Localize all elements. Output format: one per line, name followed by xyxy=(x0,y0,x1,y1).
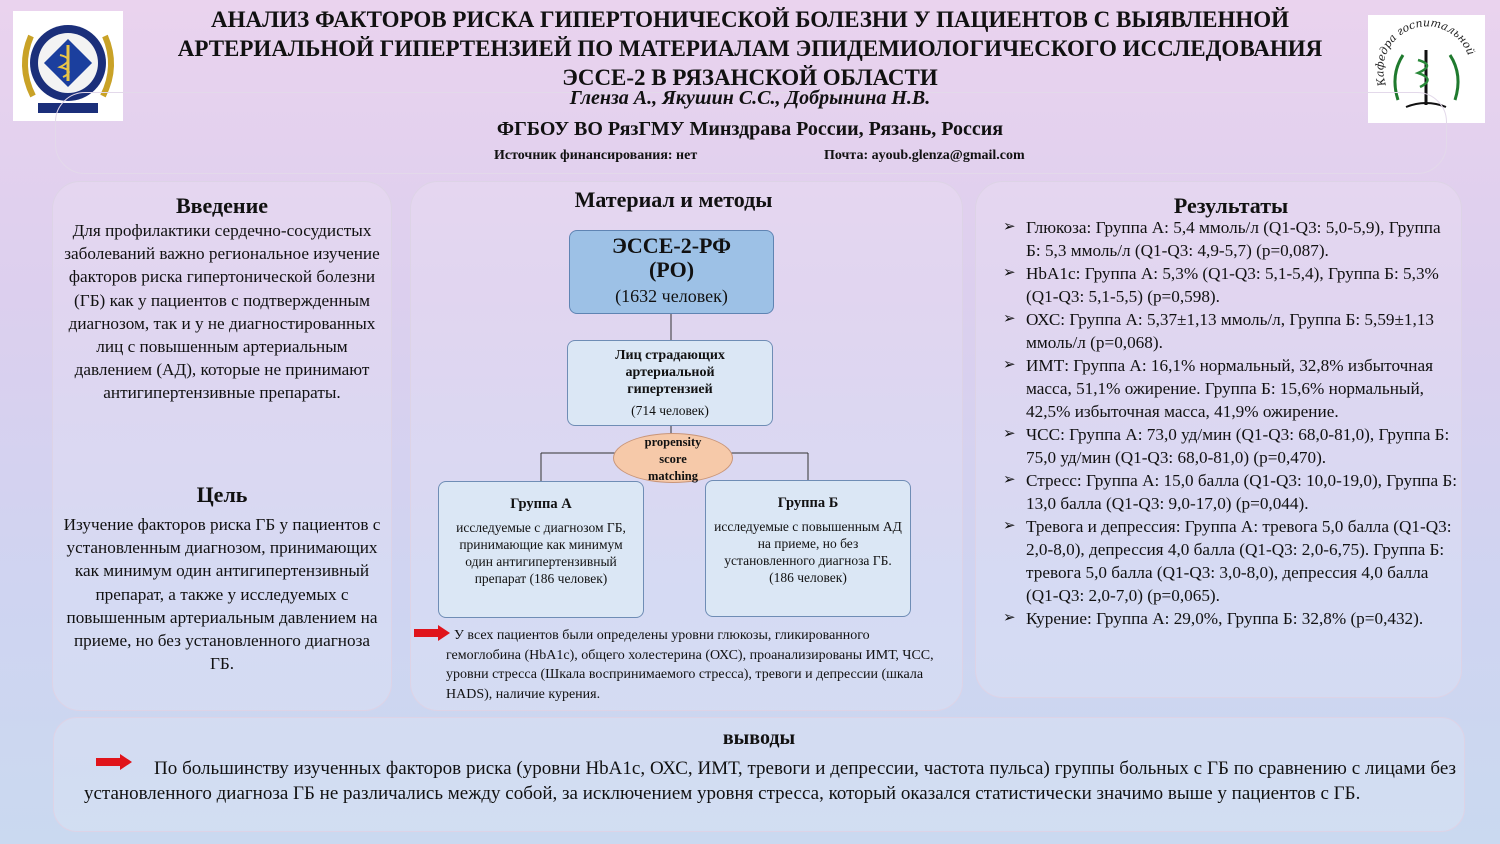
intro-text: Для профилактики сердечно-сосудистых заб… xyxy=(64,221,380,403)
methods-heading: Материал и методы xyxy=(574,187,773,212)
result-item-glucose: Глюкоза: Группа А: 5,4 ммоль/л (Q1-Q3: 5… xyxy=(1003,216,1458,262)
methods-note: У всех пациентов были определены уровни … xyxy=(446,628,934,702)
header-frame xyxy=(55,92,1447,174)
department-logo-text: Кафедра госпитальной терапии xyxy=(1368,15,1478,89)
intro-panel: Введение Для профилактики сердечно-сосуд… xyxy=(52,181,392,711)
result-item-anxiety-depression: Тревога и депрессия: Группа А: тревога 5… xyxy=(1003,515,1458,607)
intro-heading: Введение xyxy=(175,193,269,218)
group-a-text: исследуемые с диагнозом ГБ, принимающие … xyxy=(456,520,626,586)
svg-text:Кафедра госпитальной терапии: Кафедра госпитальной терапии xyxy=(1368,15,1478,89)
contact-email: Почта: ayoub.glenza@gmail.com xyxy=(824,148,1025,163)
result-item-smoking: Курение: Группа А: 29,0%, Группа Б: 32,8… xyxy=(1003,607,1458,630)
conclusion-arrow-icon xyxy=(96,754,132,770)
result-item-stress: Стресс: Группа А: 15,0 балла (Q1-Q3: 10,… xyxy=(1003,469,1458,515)
organization: ФГБОУ ВО РязГМУ Минздрава России, Рязань… xyxy=(496,118,1004,140)
group-b-box: Группа Б исследуемые с повышенным АД на … xyxy=(705,480,911,617)
result-item-heart-rate: ЧСС: Группа А: 73,0 уд/мин (Q1-Q3: 68,0-… xyxy=(1003,423,1458,469)
esse-total-count: (1632 человек) xyxy=(615,286,728,306)
right-arrow-icon xyxy=(414,625,450,641)
result-item-hba1c: HbA1c: Группа А: 5,3% (Q1-Q3: 5,1-5,4), … xyxy=(1003,262,1458,308)
result-item-bmi: ИМТ: Группа А: 16,1% нормальный, 32,8% и… xyxy=(1003,354,1458,423)
group-a-title: Группа А xyxy=(510,496,572,512)
propensity-score-label: propensity score matching xyxy=(644,434,702,483)
group-b-title: Группа Б xyxy=(777,495,839,511)
university-emblem-logo xyxy=(13,11,123,121)
conclusions-text: По большинству изученных факторов риска … xyxy=(84,758,1456,804)
group-b-text: исследуемые с повышенным АД на приеме, н… xyxy=(714,519,902,585)
group-a-box: Группа А исследуемые с диагнозом ГБ, при… xyxy=(438,481,644,618)
result-item-cholesterol: ОХС: Группа А: 5,37±1,13 ммоль/л, Группа… xyxy=(1003,308,1458,354)
conclusions-panel: выводы По большинству изученных факторов… xyxy=(53,717,1465,832)
funding-source: Источник финансирования: нет xyxy=(494,148,698,163)
goal-heading: Цель xyxy=(196,482,248,507)
results-list: Глюкоза: Группа А: 5,4 ммоль/л (Q1-Q3: 5… xyxy=(1003,216,1458,630)
propensity-score-ellipse: propensity score matching xyxy=(613,433,733,483)
conclusions-heading: выводы xyxy=(722,727,796,749)
results-heading: Результаты xyxy=(1173,193,1289,218)
hypertension-count: (714 человек) xyxy=(631,403,709,418)
authors: Гленза А., Якушин С.С., Добрынина Н.В. xyxy=(569,87,931,109)
esse-total-title: ЭССЕ-2-РФ (РО) xyxy=(612,233,731,282)
poster-title: АНАЛИЗ ФАКТОРОВ РИСКА ГИПЕРТОНИЧЕСКОЙ БО… xyxy=(177,7,1323,90)
esse-total-box: ЭССЕ-2-РФ (РО) (1632 человек) xyxy=(569,230,774,314)
hypertension-title: Лиц страдающих артериальной гипертензией xyxy=(615,348,725,397)
hypertension-box: Лиц страдающих артериальной гипертензией… xyxy=(567,340,773,426)
goal-text: Изучение факторов риска ГБ у пациентов с… xyxy=(63,515,381,674)
